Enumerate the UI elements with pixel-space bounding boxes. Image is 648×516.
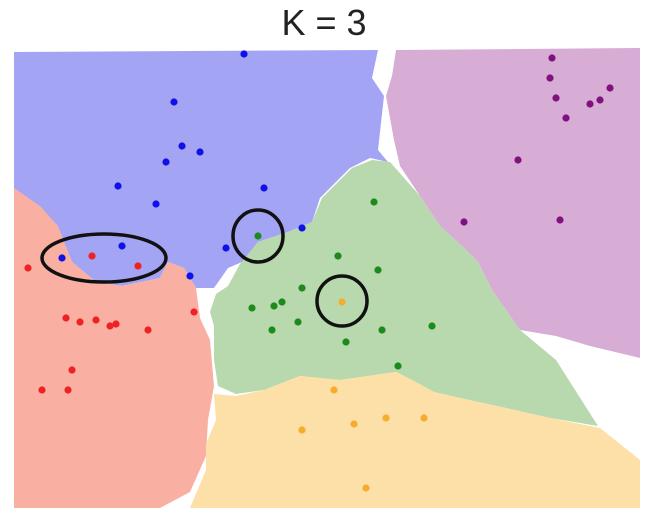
- green-data-point: [428, 322, 436, 330]
- plot-title: K = 3: [281, 2, 367, 43]
- green-data-point: [334, 252, 342, 260]
- purple-data-point: [548, 54, 556, 62]
- orange-data-point: [330, 386, 338, 394]
- blue-data-point: [260, 184, 268, 192]
- red-class-region: [14, 188, 214, 508]
- blue-data-point: [58, 254, 66, 262]
- blue-data-point: [222, 244, 230, 252]
- green-data-point: [342, 338, 350, 346]
- blue-class-region: [14, 50, 388, 288]
- blue-data-point: [298, 224, 306, 232]
- blue-data-point: [170, 98, 178, 106]
- red-data-point: [38, 386, 46, 394]
- green-data-point: [298, 284, 306, 292]
- green-data-point: [270, 302, 278, 310]
- red-data-point: [106, 322, 114, 330]
- orange-data-point: [420, 414, 428, 422]
- purple-data-point: [606, 84, 614, 92]
- green-data-point: [374, 266, 382, 274]
- orange-data-point: [298, 426, 306, 434]
- orange-data-point: [382, 414, 390, 422]
- green-data-point: [394, 362, 402, 370]
- purple-data-point: [460, 218, 468, 226]
- red-data-point: [190, 308, 198, 316]
- blue-data-point: [162, 158, 170, 166]
- red-data-point: [24, 264, 32, 272]
- green-data-point: [278, 298, 286, 306]
- red-data-point: [112, 320, 120, 328]
- purple-data-point: [552, 94, 560, 102]
- red-data-point: [88, 252, 96, 260]
- green-data-point: [248, 304, 256, 312]
- purple-data-point: [596, 96, 604, 104]
- green-data-point: [254, 232, 262, 240]
- blue-data-point: [186, 272, 194, 280]
- orange-class-region: [190, 372, 640, 508]
- red-data-point: [76, 318, 84, 326]
- highlight-circle-green: [231, 208, 285, 264]
- purple-data-point: [556, 216, 564, 224]
- red-data-point: [62, 314, 70, 322]
- highlight-ellipse: [40, 232, 168, 284]
- purple-data-point: [546, 74, 554, 82]
- green-data-point: [370, 198, 378, 206]
- purple-class-region: [386, 48, 640, 358]
- blue-data-point: [196, 148, 204, 156]
- red-data-point: [134, 262, 142, 270]
- purple-data-point: [586, 100, 594, 108]
- green-class-region: [210, 160, 598, 426]
- red-data-point: [64, 386, 72, 394]
- red-data-point: [144, 326, 152, 334]
- blue-data-point: [178, 142, 186, 150]
- red-data-point: [92, 316, 100, 324]
- highlight-circle-orange: [315, 274, 369, 328]
- blue-data-point: [114, 182, 122, 190]
- green-data-point: [378, 326, 386, 334]
- green-data-point: [294, 318, 302, 326]
- purple-data-point: [562, 114, 570, 122]
- green-data-point: [268, 326, 276, 334]
- orange-data-point: [362, 484, 370, 492]
- blue-data-point: [118, 242, 126, 250]
- red-data-point: [68, 366, 76, 374]
- blue-data-point: [240, 50, 248, 58]
- orange-data-point: [350, 420, 358, 428]
- blue-data-point: [152, 200, 160, 208]
- orange-data-point: [338, 298, 346, 306]
- purple-data-point: [514, 156, 522, 164]
